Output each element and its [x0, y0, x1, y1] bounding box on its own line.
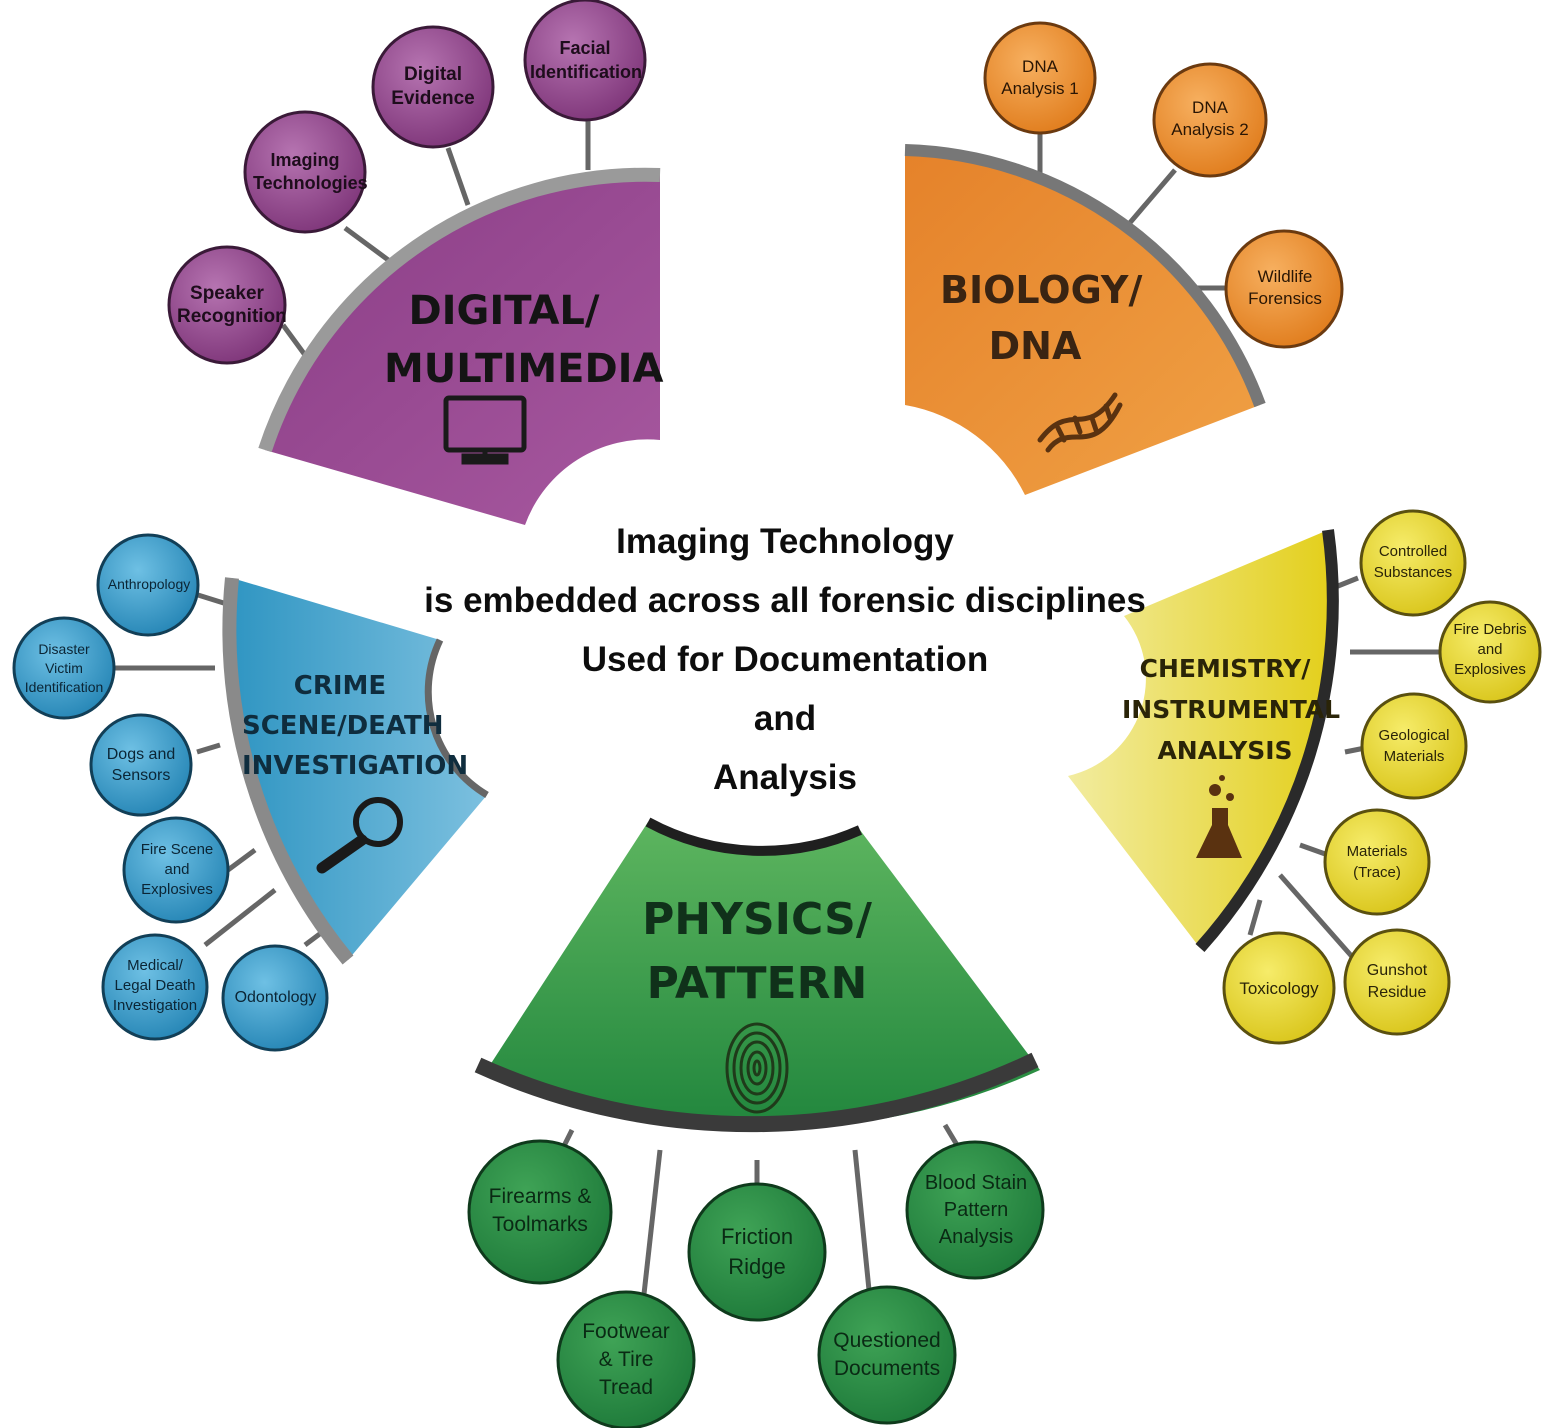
node-label-firearms-and-toolmarks: Firearms & Toolmarks — [488, 1185, 592, 1236]
node-fire-scene-and-explosives — [122, 816, 230, 924]
node-firearms-and-toolmarks — [467, 1139, 613, 1285]
node-label-materials-trace: Materials (Trace) — [1346, 843, 1408, 881]
node-footwear-and-tire-tread — [556, 1290, 696, 1428]
node-friction-ridge — [687, 1182, 827, 1322]
segment-title-line: PHYSICS/ — [642, 894, 872, 945]
center-caption-line: Used for Documentation — [581, 640, 989, 679]
node-label-blood-stain-pattern-analysis: Blood Stain Pattern Analysis — [924, 1172, 1028, 1248]
node-label-disaster-victim-identification: Disaster Victim Identification — [24, 641, 104, 695]
center-caption-line: Analysis — [713, 758, 857, 797]
monitor-icon — [443, 395, 527, 465]
node-imaging-technologies — [243, 110, 367, 234]
segment-title-line: BIOLOGY/ — [940, 268, 1143, 312]
node-label-imaging-technologies: Imaging Technologies — [253, 150, 368, 193]
segment-title-line: ANALYSIS — [1157, 736, 1293, 765]
node-label-fire-debris-and-explosives: Fire Debris and Explosives — [1453, 621, 1527, 678]
segment-title-line: DIGITAL/ — [408, 288, 600, 334]
node-label-footwear-and-tire-tread: Footwear & Tire Tread — [582, 1320, 670, 1399]
magnifier-icon — [316, 797, 403, 874]
segment-chemistry — [1068, 509, 1542, 1045]
node-dna-analysis-1 — [983, 21, 1097, 135]
node-label-dogs-and-sensors: Dogs and Sensors — [106, 746, 176, 784]
center-caption-line: is embedded across all forensic discipli… — [424, 581, 1146, 620]
segment-title-crime: CRIME SCENE/DEATH INVESTIGATION — [242, 666, 469, 786]
fingerprint-icon — [725, 1022, 789, 1114]
segment-crime-scene — [12, 533, 489, 1052]
segment-title-line: SCENE/DEATH — [242, 711, 444, 741]
segment-digital-multimedia — [167, 0, 661, 525]
node-anthropology — [96, 533, 200, 637]
segment-title-line: CRIME — [293, 671, 387, 701]
node-speaker-recognition — [167, 245, 287, 365]
segment-title-chemistry: CHEMISTRY/ INSTRUMENTAL ANALYSIS — [1122, 648, 1341, 771]
segment-biology-dna — [904, 21, 1344, 495]
segment-physics-shape — [490, 822, 1040, 1129]
node-questioned-documents — [817, 1285, 957, 1425]
segment-physics-top-rim — [645, 817, 863, 856]
node-label-geological-materials: Geological Materials — [1378, 727, 1450, 765]
flask-icon — [1196, 775, 1242, 858]
center-caption: Imaging Technology is embedded across al… — [330, 512, 1240, 807]
segment-title-line: INVESTIGATION — [242, 751, 469, 781]
node-geological-materials — [1360, 692, 1468, 800]
node-odontology — [221, 944, 329, 1052]
node-facial-identification — [523, 0, 647, 122]
node-wildlife-forensics — [1224, 229, 1344, 349]
node-dogs-and-sensors — [89, 713, 193, 817]
node-blood-stain-pattern-analysis — [905, 1140, 1045, 1280]
node-label-anthropology: Anthropology — [107, 576, 191, 592]
node-label-friction-ridge: Friction Ridge — [720, 1224, 794, 1279]
segment-title-line: PATTERN — [646, 958, 868, 1009]
node-label-fire-scene-and-explosives: Fire Scene and Explosives — [140, 841, 214, 898]
segment-digital-multimedia-shape — [265, 174, 660, 525]
node-label-facial-identification: Facial Identification — [530, 38, 642, 82]
segment-title-line: INSTRUMENTAL — [1122, 695, 1341, 724]
node-label-odontology: Odontology — [234, 989, 317, 1006]
node-label-controlled-substances: Controlled Substances — [1373, 543, 1453, 581]
segment-title-digital: DIGITAL/ MULTIMEDIA — [384, 282, 664, 398]
node-label-digital-evidence: Digital Evidence — [391, 64, 475, 109]
segment-crime-scene-inner-rim — [424, 638, 489, 799]
node-label-wildlife-forensics: Wildlife Forensics — [1248, 267, 1322, 308]
segment-digital-multimedia-rim — [258, 167, 661, 453]
segment-biology-dna-shape — [905, 150, 1260, 495]
center-caption-line: and — [753, 699, 817, 738]
node-fire-debris-and-explosives — [1438, 600, 1542, 704]
segment-crime-scene-rim — [222, 577, 354, 965]
segment-title-line: MULTIMEDIA — [384, 346, 664, 392]
node-label-gunshot-residue: Gunshot Residue — [1366, 962, 1428, 1001]
dna-icon — [1037, 392, 1123, 453]
node-label-toxicology: Toxicology — [1239, 979, 1319, 998]
node-dna-analysis-2 — [1152, 62, 1268, 178]
segment-crime-scene-shape — [229, 578, 487, 960]
node-label-questioned-documents: Questioned Documents — [833, 1329, 941, 1380]
connector-lines — [112, 592, 327, 947]
node-label-dna-analysis-2: DNA Analysis 2 — [1171, 98, 1249, 139]
segment-title-physics: PHYSICS/ PATTERN — [617, 888, 897, 1016]
connector-lines — [280, 115, 591, 357]
node-controlled-substances — [1359, 509, 1467, 617]
node-label-dna-analysis-1: DNA Analysis 1 — [1001, 57, 1079, 98]
node-digital-evidence — [371, 25, 495, 149]
node-gunshot-residue — [1343, 928, 1451, 1036]
segment-title-line: CHEMISTRY/ — [1139, 654, 1311, 683]
node-label-speaker-recognition: Speaker Recognition — [177, 283, 287, 327]
segment-chemistry-rim — [1195, 529, 1339, 953]
segment-biology-dna-rim — [904, 144, 1266, 408]
center-caption-line: Imaging Technology — [616, 522, 954, 561]
segment-title-biology: BIOLOGY/ DNA — [940, 262, 1143, 374]
segment-physics — [467, 817, 1045, 1428]
node-disaster-victim-identification — [12, 616, 116, 720]
segment-title-line: DNA — [988, 324, 1082, 368]
node-medical-legal-death-investigation — [101, 933, 209, 1041]
node-label-medical-legal-death-investigation: Medical/ Legal Death Investigation — [112, 957, 198, 1014]
node-toxicology — [1222, 931, 1336, 1045]
node-materials-trace — [1323, 808, 1431, 916]
segment-physics-rim — [474, 1052, 1039, 1133]
